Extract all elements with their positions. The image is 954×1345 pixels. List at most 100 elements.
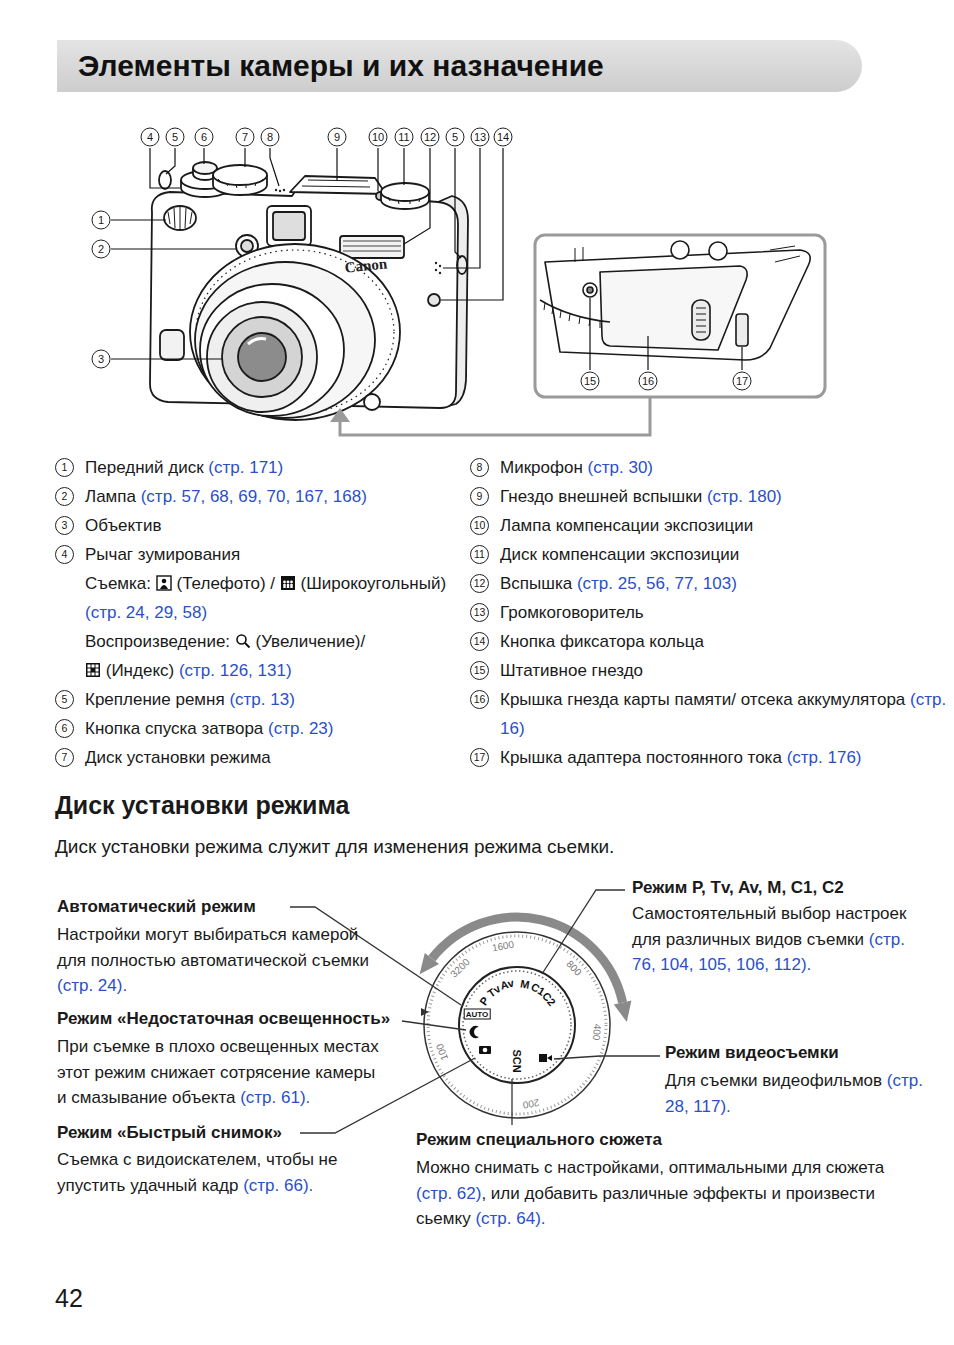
- page-reference: (стр. 61).: [240, 1088, 310, 1107]
- list-item: 7Диск установки режима: [55, 743, 467, 772]
- page-reference: (стр. 30): [588, 458, 653, 477]
- list-item: 9Гнездо внешней вспышки (стр. 180): [470, 482, 948, 511]
- part-name: Воспроизведение:: [85, 632, 230, 651]
- list-item: 12 Вспышка (стр. 25, 56, 77, 103): [470, 569, 948, 598]
- item-number: 1: [55, 458, 74, 477]
- part-name: Крышка гнезда карты памяти/ отсека аккум…: [500, 690, 905, 709]
- callout-number: 4: [141, 128, 160, 147]
- mode-text-block: Самостоятельный выбор настроек для разли…: [632, 901, 932, 978]
- mode-description: При съемке в плохо освещенных местах это…: [57, 1037, 379, 1107]
- part-name: (Телефото) /: [177, 574, 276, 593]
- list-item: 1 Передний диск (стр. 171): [55, 453, 467, 482]
- item-number: 8: [470, 458, 489, 477]
- item-number: 10: [470, 516, 489, 535]
- dial-marking: P: [477, 995, 491, 1008]
- item-number: 14: [470, 632, 489, 651]
- callout-number: 17: [733, 372, 752, 391]
- paragraph: Самостоятельный выбор настроек для разли…: [632, 901, 932, 978]
- mode-description: Настройки могут выбираться камерой для п…: [57, 925, 369, 970]
- part-name: Громкоговоритель: [500, 603, 644, 622]
- part-name: (Широкоугольный): [301, 574, 447, 593]
- mode-text-block: Можно снимать с настройками, оптимальным…: [416, 1155, 896, 1232]
- part-name: Микрофон: [500, 458, 583, 477]
- callout-number: 13: [471, 128, 490, 147]
- part-name: Передний диск: [85, 458, 204, 477]
- item-number: 11: [470, 545, 489, 564]
- list-item: 4Рычаг зумированияСъемка: (Телефото) / (…: [55, 540, 467, 685]
- page-reference: (стр. 25, 56, 77, 103): [577, 574, 737, 593]
- callout-number: 14: [494, 128, 513, 147]
- list-item: 15Штативное гнездо: [470, 656, 948, 685]
- iso-marking: 400: [591, 1023, 603, 1041]
- wide-icon: [280, 571, 296, 587]
- mode-text-block: Съемка с видоискателем, чтобы не упустит…: [57, 1147, 387, 1198]
- mode-title: Режим видеосъемки: [665, 1040, 839, 1066]
- page-reference: (стр. 24).: [57, 976, 127, 995]
- mode-text-block: Для съемки видеофильмов (стр. 28, 117).: [665, 1068, 935, 1119]
- page-reference: (стр. 171): [208, 458, 283, 477]
- mode-title: Режим специального сюжета: [416, 1127, 662, 1153]
- list-item: 6Кнопка спуска затвора (стр. 23): [55, 714, 467, 743]
- mode-description: Для съемки видеофильмов: [665, 1071, 882, 1090]
- item-number: 16: [470, 690, 489, 709]
- list-item: 8 Микрофон (стр. 30): [470, 453, 948, 482]
- mode-text-block: Настройки могут выбираться камерой для п…: [57, 922, 387, 999]
- mode-title: Режим P, Tv, Av, M, C1, C2: [632, 875, 844, 901]
- part-name: Вспышка: [500, 574, 572, 593]
- item-number: 5: [55, 690, 74, 709]
- list-item: 17Крышка адаптера постоянного тока (стр.…: [470, 743, 948, 772]
- mode-dial-illustration: [420, 917, 632, 1118]
- item-number: 4: [55, 545, 74, 564]
- item-number: 7: [55, 748, 74, 767]
- list-item: 13 Громкоговоритель: [470, 598, 948, 627]
- part-name: Крышка адаптера постоянного тока: [500, 748, 782, 767]
- part-name: Лампа компенсации экспозиции: [500, 516, 753, 535]
- part-name: Гнездо внешней вспышки: [500, 487, 702, 506]
- mag-icon: [235, 629, 251, 645]
- part-name: Штативное гнездо: [500, 661, 643, 680]
- paragraph: Для съемки видеофильмов (стр. 28, 117).: [665, 1068, 935, 1119]
- iso-marking: 100: [434, 1042, 450, 1061]
- callout-number: 5: [166, 128, 185, 147]
- camera-illustration: [150, 162, 468, 420]
- page-reference: (стр. 13): [229, 690, 294, 709]
- idx-icon: [85, 658, 101, 674]
- parts-list: 1 Передний диск (стр. 171) 2 Лампа (стр. 57…: [55, 453, 467, 772]
- callout-number: 12: [421, 128, 440, 147]
- item-number: 17: [470, 748, 489, 767]
- section-heading: Диск установки режима: [55, 790, 349, 820]
- mode-title: Режим «Недостаточная освещенность»: [57, 1006, 390, 1032]
- item-number: 2: [55, 487, 74, 506]
- page-reference: (стр. 57, 68, 69, 70, 167, 168): [141, 487, 367, 506]
- list-item: 14 Кнопка фиксатора кольца: [470, 627, 948, 656]
- item-number: 9: [470, 487, 489, 506]
- brand-logo: Canon: [344, 255, 388, 276]
- list-item: 3Объектив: [55, 511, 467, 540]
- item-number: 6: [55, 719, 74, 738]
- callout-number: 8: [261, 128, 280, 147]
- paragraph: Настройки могут выбираться камерой для п…: [57, 922, 387, 999]
- mode-description: Можно снимать с настройками, оптимальным…: [416, 1158, 884, 1177]
- callout-number: 11: [395, 128, 414, 147]
- part-name: Лампа: [85, 487, 136, 506]
- part-name: Диск компенсации экспозиции: [500, 545, 739, 564]
- item-number: 3: [55, 516, 74, 535]
- callout-number: 6: [195, 128, 214, 147]
- part-name: Крепление ремня: [85, 690, 225, 709]
- part-name: Кнопка фиксатора кольца: [500, 632, 704, 651]
- inset-pointer-arrow: [330, 397, 650, 435]
- parts-list: 8 Микрофон (стр. 30) 9 Гнездо внешней вспыш…: [470, 453, 948, 772]
- page-number: 42: [55, 1283, 83, 1313]
- callout-number: 16: [639, 372, 658, 391]
- callout-number: 9: [328, 128, 347, 147]
- part-name: Съемка:: [85, 574, 151, 593]
- callout-number: 7: [236, 128, 255, 147]
- mode-title: Автоматический режим: [57, 894, 256, 920]
- iso-marking: 800: [564, 958, 584, 978]
- dial-marking: M: [519, 977, 530, 990]
- callout-number: 2: [92, 240, 111, 259]
- tele-icon: [156, 571, 172, 587]
- item-number: 12: [470, 574, 489, 593]
- item-number: 13: [470, 603, 489, 622]
